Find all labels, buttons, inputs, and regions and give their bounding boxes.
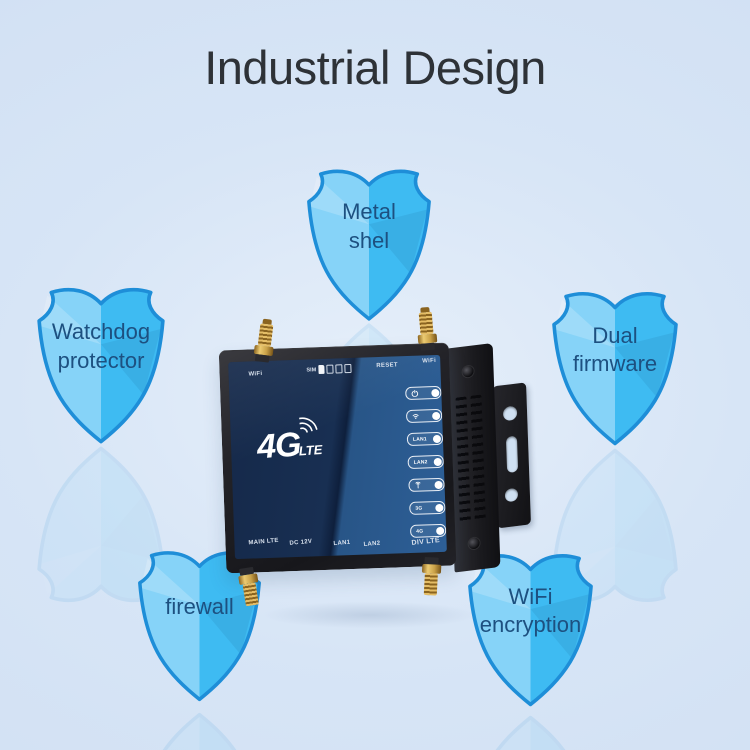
wifi-led — [405, 408, 443, 424]
shield-reflection — [468, 716, 593, 750]
shield-label-line: Metal — [342, 199, 396, 225]
led-knob — [431, 388, 440, 397]
router-4g-lte: WiFi SIM RESET WiFi 4GLTE — [210, 306, 551, 630]
vent-slots — [455, 396, 471, 524]
div-lte-port-label: DIV LTE — [410, 536, 440, 547]
router-body: WiFi SIM RESET WiFi 4GLTE — [218, 342, 457, 574]
shield-wifi-encryption-label: WiFi encryption — [461, 573, 600, 649]
lan2-led: LAN2 — [407, 454, 444, 470]
screw-icon — [468, 537, 480, 550]
reset-label: RESET — [376, 362, 398, 370]
lan1-led: LAN1 — [406, 431, 444, 447]
shield-firewall-label: firewall — [131, 569, 268, 645]
led-knob — [433, 457, 442, 466]
wifi-port-label: WiFi — [422, 357, 437, 365]
shield-reflection — [138, 713, 261, 750]
shield-firewall: firewall — [131, 542, 268, 750]
wifi-port-label: WiFi — [248, 370, 263, 378]
shield-label-line: Dual — [592, 322, 638, 348]
antenna-connector-top-right — [414, 306, 438, 352]
4g-lte-logo: 4GLTE — [255, 417, 324, 467]
led-knob — [434, 480, 443, 489]
led-label: LAN1 — [412, 435, 427, 443]
sim-indicator-icon — [344, 363, 352, 374]
lan1-port-label: LAN1 — [333, 539, 351, 548]
shield-dual-firmware-label: Dual firmware — [545, 313, 685, 387]
shield-label-line: encryption — [479, 611, 582, 637]
router-front-panel: WiFi SIM RESET WiFi 4GLTE — [228, 354, 447, 560]
shield-label-line: protector — [57, 347, 145, 373]
shield-label-line: shel — [348, 227, 390, 253]
led-label: LAN2 — [413, 458, 428, 466]
sim-indicator-icon — [326, 364, 334, 374]
signal-waves-icon — [299, 417, 318, 433]
led-label: 4G — [416, 528, 424, 535]
sim-label: SIM — [306, 366, 317, 374]
vent-slots — [470, 394, 486, 522]
4g-led: 4G — [409, 523, 447, 538]
bracket-hole-bottom — [504, 487, 519, 503]
antenna-connector-bottom-left — [236, 566, 262, 607]
shield-label-line: firmware — [572, 350, 658, 376]
led-knob — [432, 434, 442, 443]
bracket-keyhole-slot — [505, 435, 519, 474]
signal-led — [408, 477, 445, 493]
lan2-port-label: LAN2 — [363, 540, 381, 549]
shield-metal-shell-label: Metal shel — [300, 190, 438, 263]
dc-12v-port-label: DC 12V — [289, 538, 313, 547]
page-title: Industrial Design — [204, 41, 546, 94]
main-lte-port-label: MAIN LTE — [248, 537, 279, 547]
led-knob — [435, 503, 444, 512]
power-led — [405, 385, 442, 401]
logo-4g-text: 4G — [255, 425, 302, 467]
shield-metal-shell: Metal shel — [300, 165, 438, 475]
wifi-icon — [412, 414, 419, 419]
led-knob — [436, 526, 445, 535]
led-label: 3G — [415, 505, 423, 512]
led-knob — [431, 411, 441, 420]
shield-label-line: WiFi — [508, 583, 553, 609]
sim-card-icon — [318, 364, 325, 375]
sim-indicator-icon — [335, 364, 343, 374]
antenna-connector-bottom-right — [420, 556, 442, 596]
shield-dual-firmware: Dual firmware — [545, 287, 685, 603]
power-icon — [411, 389, 419, 397]
shield-watchdog-protector: Watchdog protector — [30, 283, 172, 603]
logo-lte-text: LTE — [298, 441, 323, 459]
bracket-hole-top — [502, 405, 518, 422]
shield-label-line: firewall — [165, 593, 234, 619]
shield-label-line: Watchdog — [51, 319, 151, 345]
sim-slot-group: SIM — [306, 363, 352, 375]
screw-icon — [462, 365, 474, 378]
led-indicator-column: LAN1 LAN2 — [405, 385, 447, 538]
shield-watchdog-protector-label: Watchdog protector — [30, 309, 172, 384]
router-shadow — [235, 598, 505, 632]
3g-led: 3G — [409, 500, 446, 515]
antenna-icon — [415, 481, 421, 489]
shield-wifi-encryption: WiFi encryption — [461, 546, 600, 750]
